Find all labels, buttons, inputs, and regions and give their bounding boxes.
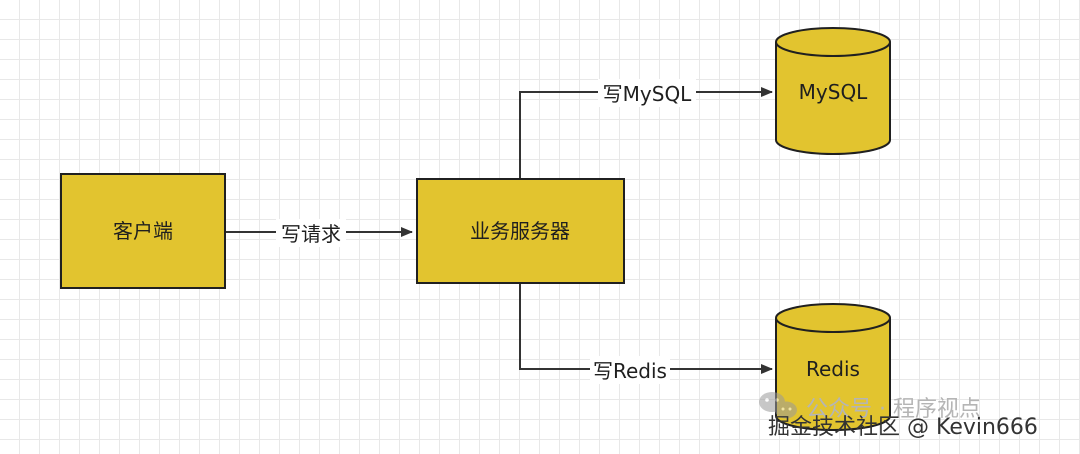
edge-label-bg (598, 79, 696, 107)
edge-label-write-request: 写请求 (281, 222, 341, 246)
mysql-label: MySQL (799, 80, 869, 104)
watermark-credit: 掘金技术社区 @ Kevin666 (768, 415, 1038, 440)
edge-label-write-mysql: 写MySQL (603, 82, 693, 106)
mysql-cylinder-top (775, 27, 891, 57)
edge-label-bg (590, 356, 670, 384)
node-client: 客户端 (60, 173, 226, 289)
node-server: 业务服务器 (416, 178, 625, 284)
redis-cylinder-top (775, 303, 891, 333)
redis-cylinder-body (775, 318, 891, 431)
edge-client-to-server: 写请求 (226, 219, 413, 247)
edge-label-write-redis: 写Redis (593, 359, 667, 383)
watermark-account: 公众号 · 程序视点 (806, 397, 981, 422)
edge-server-to-mysql: 写MySQL (519, 79, 773, 178)
server-label: 业务服务器 (470, 219, 570, 243)
wechat-icon (759, 392, 797, 419)
client-box (60, 173, 226, 289)
edge-line (519, 284, 773, 374)
edge-server-to-redis: 写Redis (519, 284, 773, 384)
node-redis: Redis (775, 303, 891, 431)
server-box (416, 178, 625, 284)
client-label: 客户端 (113, 219, 173, 243)
node-mysql: MySQL (775, 27, 891, 155)
mysql-cylinder-body (775, 42, 891, 155)
edge-label-bg (276, 219, 346, 247)
watermark: 公众号 · 程序视点 掘金技术社区 @ Kevin666 (759, 392, 1038, 440)
redis-label: Redis (806, 357, 860, 381)
